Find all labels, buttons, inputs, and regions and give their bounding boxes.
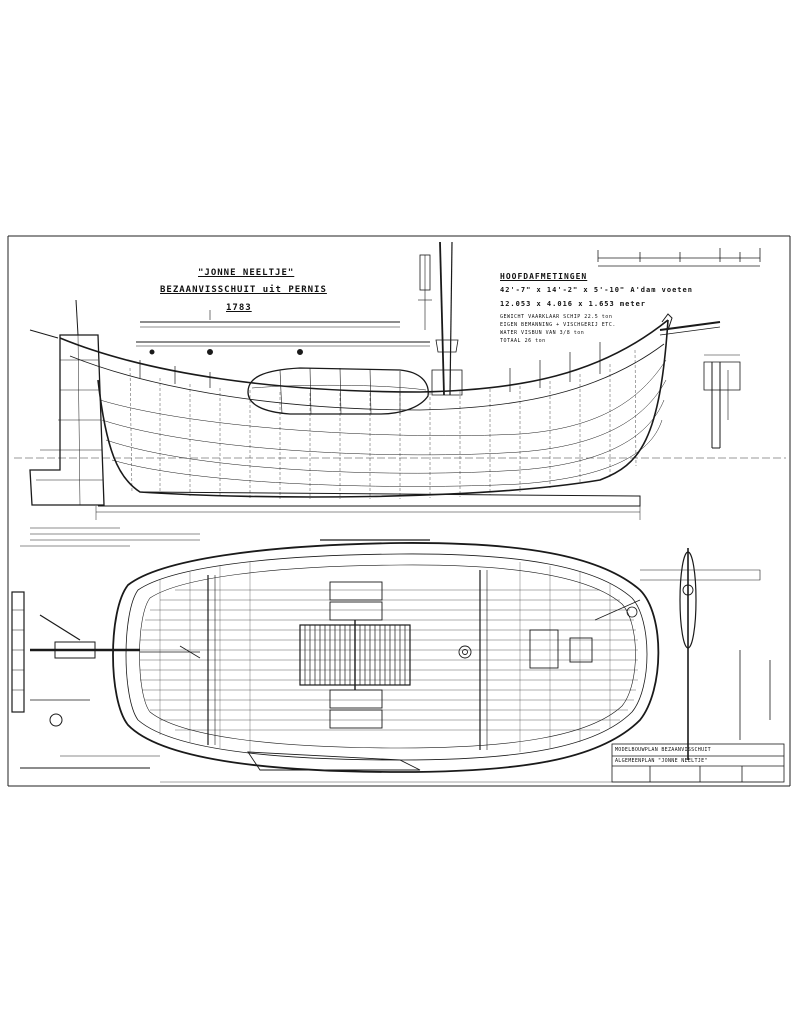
plan-view (30, 539, 780, 783)
section-detail (703, 354, 741, 449)
specs-dims-metric: 12.053 x 4.016 x 1.653 meter (500, 300, 647, 308)
sheet-border (7, 235, 791, 787)
specs-note-2: EIGEN BEMANNING + VISCHGERIJ ETC. (500, 322, 616, 328)
title-block-line-2: ALGEMEENPLAN "JONNE NEELTJE" (615, 758, 708, 764)
title-block-line-1: MODELBOUWPLAN BEZAANVISSCHUIT (615, 747, 711, 753)
scale-bar (597, 248, 761, 267)
specs-note-3: WATER VISBUN VAN 3/8 ton (500, 330, 585, 336)
ship-name: "JONNE NEELTJE" (198, 268, 295, 278)
title-block-frame (611, 743, 785, 783)
detail-parts (11, 527, 771, 769)
specs-note-4: TOTAAL 26 ton (500, 338, 546, 344)
side-elevation (29, 241, 721, 520)
ship-year: 1783 (226, 303, 252, 313)
specs-dims-feet: 42'-7" x 14'-2" x 5'-10" A'dam voeten (500, 286, 693, 294)
ship-type: BEZAANVISSCHUIT uit PERNIS (160, 285, 327, 295)
specs-note-1: GEWICHT VAARKLAAR SCHIP 22.5 ton (500, 314, 613, 320)
specs-heading: HOOFDAFMETINGEN (500, 272, 588, 281)
